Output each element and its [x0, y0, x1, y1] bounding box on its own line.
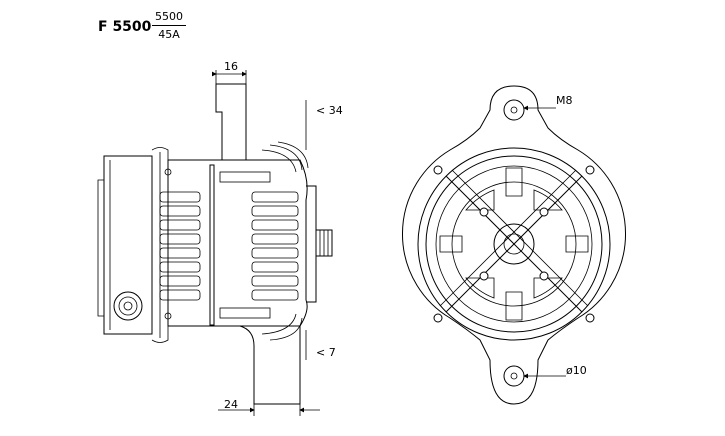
front-view	[402, 85, 626, 405]
rating-fraction: 5500 45A	[152, 10, 186, 41]
side-view	[97, 70, 333, 416]
rating-numerator: 5500	[152, 10, 186, 26]
terminal-post	[113, 291, 143, 321]
rating-denominator: 45A	[158, 28, 180, 41]
dim-pulley-width: 16	[224, 60, 238, 73]
dim-bottom-offset: < 7	[316, 346, 336, 359]
dim-thread: M8	[556, 94, 573, 107]
dim-top-offset: < 34	[316, 104, 343, 117]
dim-foot-width: 24	[224, 398, 238, 411]
shaft	[306, 185, 333, 303]
vent-slots-rear	[159, 191, 201, 301]
vent-slots-front	[251, 191, 299, 301]
model-code: F 5500	[98, 19, 152, 35]
dim-hole-diameter: ø10	[566, 364, 587, 377]
